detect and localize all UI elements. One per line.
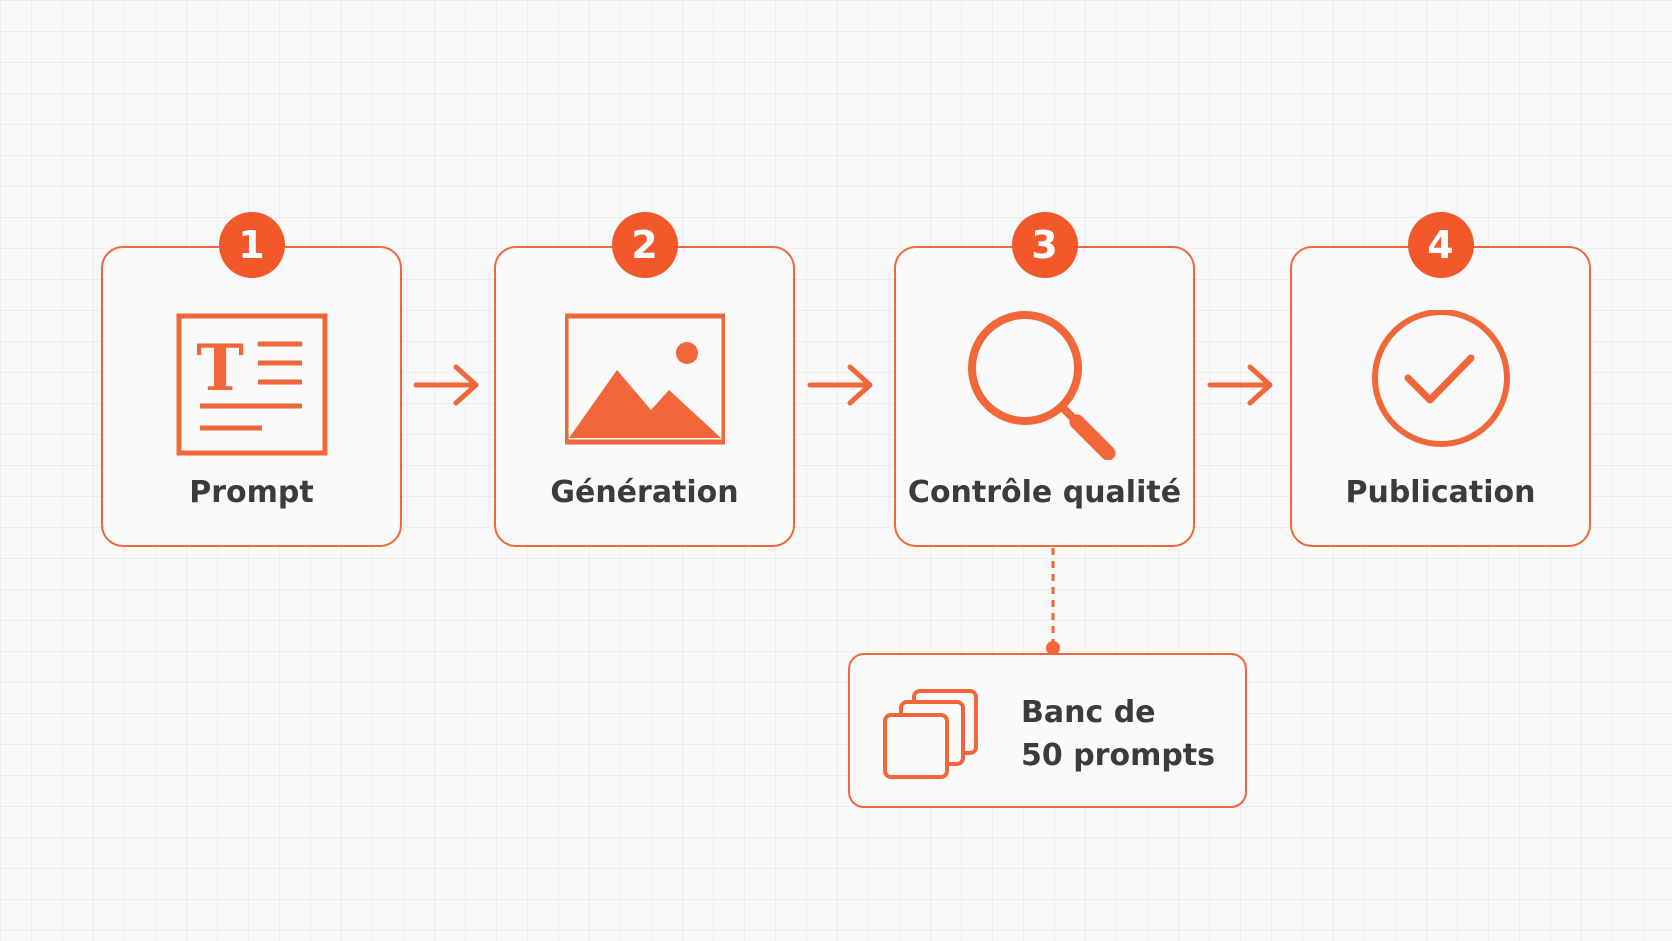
step-badge-2: 2 — [611, 212, 678, 278]
step-label-prompt: Prompt — [189, 475, 314, 510]
step-card-generation: 2 Génération — [494, 212, 795, 547]
check-circle-icon — [1371, 310, 1510, 447]
prompt-bank-label-line1: Banc de — [1021, 695, 1156, 730]
step-label-quality-control: Contrôle qualité — [907, 475, 1182, 510]
arrow-right-icon — [1207, 364, 1273, 406]
prompt-bank-card: Banc de 50 prompts — [848, 653, 1247, 808]
text-document-icon: T — [176, 313, 327, 456]
step-card-quality-control: 3 Contrôle qualité — [894, 212, 1195, 547]
step-label-publication: Publication — [1345, 475, 1536, 510]
image-icon — [564, 313, 725, 445]
stacked-cards-icon — [883, 689, 978, 779]
magnifier-icon — [967, 311, 1115, 460]
step-badge-4: 4 — [1407, 212, 1474, 278]
step-label-generation: Génération — [550, 475, 739, 510]
step-badge-3: 3 — [1011, 212, 1078, 278]
step-card-publication: 4 Publication — [1290, 212, 1591, 547]
dotted-connector — [1046, 548, 1060, 655]
step-badge-1: 1 — [218, 212, 285, 278]
arrow-right-icon — [807, 364, 873, 406]
prompt-bank-label-line2: 50 prompts — [1021, 738, 1216, 773]
arrow-right-icon — [413, 364, 479, 406]
prompt-bank-label: Banc de 50 prompts — [1021, 691, 1231, 777]
step-card-prompt: 1 T Prompt — [101, 212, 402, 547]
svg-text:T: T — [196, 331, 244, 406]
